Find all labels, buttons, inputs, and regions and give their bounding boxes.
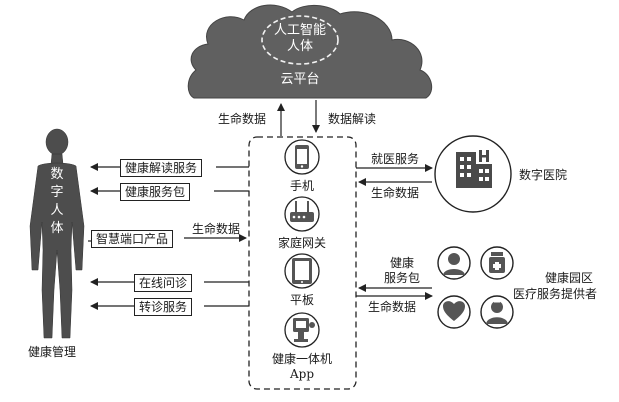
title-char: 数 bbox=[50, 167, 64, 182]
ai-ellipse bbox=[261, 15, 339, 65]
online-consultation-box: 在线问诊 bbox=[134, 274, 193, 292]
health-package-box: 健康服务包 bbox=[120, 183, 191, 201]
hospital-building-icon bbox=[456, 150, 492, 188]
human-silhouette-icon bbox=[29, 128, 85, 339]
health-kiosk-icon bbox=[284, 312, 320, 348]
tablet-label: 平板 bbox=[289, 293, 314, 307]
title-char: 字 bbox=[50, 185, 64, 200]
title-char: 人 bbox=[50, 203, 64, 218]
cloud-platform-label: 云平台 bbox=[280, 72, 320, 87]
health-kiosk-label: 健康一体机 bbox=[271, 352, 332, 366]
park-life-data-label: 生命数据 bbox=[368, 300, 417, 314]
phone-label: 手机 bbox=[289, 179, 314, 193]
upload-life-data-label: 生命数据 bbox=[218, 112, 267, 126]
device-frame bbox=[248, 136, 357, 390]
home-gateway-label: 家庭网关 bbox=[277, 236, 326, 250]
health-park-label: 健康园区 bbox=[544, 271, 593, 285]
health-management-caption: 健康管理 bbox=[28, 345, 77, 359]
doctor-icon bbox=[437, 246, 471, 280]
tablet-icon bbox=[284, 253, 320, 289]
digital-hospital-label: 数字医院 bbox=[519, 168, 568, 182]
park-package-label-line2: 服务包 bbox=[383, 271, 420, 285]
home-gateway-icon bbox=[284, 196, 320, 232]
park-package-label-line1: 健康 bbox=[389, 256, 414, 270]
ai-human-label-line2: 人体 bbox=[286, 39, 313, 54]
heart-health-icon bbox=[437, 295, 471, 329]
medical-provider-label: 医疗服务提供者 bbox=[513, 287, 598, 301]
medical-service-label: 就医服务 bbox=[371, 152, 420, 166]
title-char: 体 bbox=[50, 221, 64, 236]
smart-terminal-data-label: 生命数据 bbox=[192, 222, 241, 236]
data-interpretation-label: 数据解读 bbox=[328, 112, 377, 126]
medicine-bottle-icon bbox=[480, 246, 514, 280]
hospital-life-data-label: 生命数据 bbox=[371, 186, 420, 200]
health-kiosk-app-label: App bbox=[289, 367, 315, 381]
nurse-icon bbox=[480, 295, 514, 329]
health-reading-service-box: 健康解读服务 bbox=[120, 159, 203, 177]
cloud-shape bbox=[187, 4, 433, 99]
smart-terminal-box: 智慧端口产品 bbox=[91, 230, 174, 248]
phone-icon bbox=[284, 139, 320, 175]
referral-service-box: 转诊服务 bbox=[134, 298, 193, 316]
digital-human-title: 数 字 人 体 bbox=[39, 166, 75, 238]
ai-human-label-line1: 人工智能 bbox=[273, 23, 326, 38]
